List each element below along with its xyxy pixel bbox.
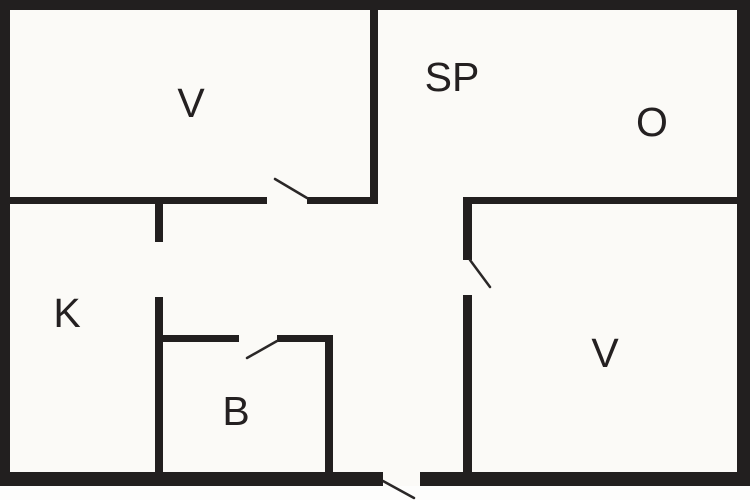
outer-top-wall — [0, 0, 750, 10]
room-v-top-left-bottom-wall-b — [307, 197, 378, 204]
outer-bottom-wall-right — [420, 472, 750, 486]
room-label-area-o: O — [636, 99, 668, 145]
room-label-area-sp: SP — [425, 54, 480, 100]
room-b-top-wall-b — [277, 335, 333, 342]
room-label-room-k: K — [53, 290, 80, 336]
room-b-right-wall — [325, 335, 333, 472]
room-v-bottom-right-left-wall-lower — [463, 295, 472, 472]
hall-stub-wall — [155, 197, 163, 242]
room-b-top-wall-a — [155, 335, 239, 342]
door-swing-room-v-bottom-right — [468, 258, 492, 289]
door-swing-entrance — [381, 479, 416, 500]
outer-bottom-wall-left — [0, 472, 383, 486]
door-swing-room-b — [245, 339, 279, 360]
room-v-bottom-right-left-wall-upper — [463, 197, 472, 260]
room-label-room-v-top-left: V — [177, 80, 205, 126]
room-label-room-b: B — [222, 388, 249, 434]
center-divider-wall — [370, 10, 378, 204]
outer-left-wall — [0, 0, 10, 486]
kitchen-wall — [155, 297, 163, 472]
room-label-room-v-bottom-right: V — [591, 330, 619, 376]
outer-right-wall — [737, 0, 750, 486]
door-swing-room-v-top-left — [273, 177, 309, 200]
room-v-bottom-right-top-wall — [463, 197, 737, 204]
room-v-top-left-bottom-wall-a — [10, 197, 267, 204]
